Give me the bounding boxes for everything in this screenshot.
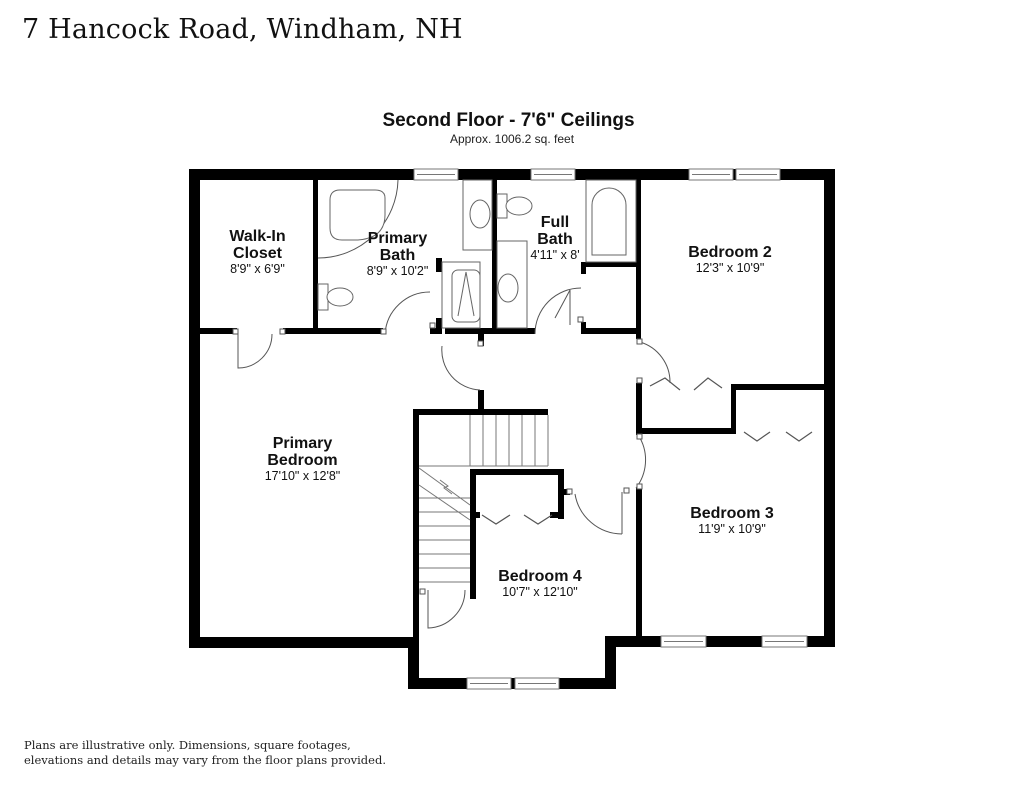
plan-title: Second Floor - 7'6" Ceilings xyxy=(382,110,635,131)
room-bedroom-3: Bedroom 3 11'9" x 10'9" xyxy=(667,505,797,536)
plan-area: Approx. 1006.2 sq. feet xyxy=(449,132,575,146)
room-bedroom-4: Bedroom 4 10'7" x 12'10" xyxy=(475,568,605,599)
room-name: Bedroom 3 xyxy=(690,505,774,522)
bath-fixtures xyxy=(317,179,637,329)
bathtub-icon xyxy=(591,187,627,256)
room-dimensions: 17'10" x 12'8" xyxy=(264,469,341,483)
room-name: Closet xyxy=(233,245,282,262)
room-name: Bath xyxy=(379,247,416,264)
windows xyxy=(413,168,808,690)
room-name: Bedroom 2 xyxy=(688,244,772,261)
room-name: Bath xyxy=(537,231,573,248)
room-name: Walk-In xyxy=(229,228,286,245)
room-primary-bedroom: Primary Bedroom 17'10" x 12'8" xyxy=(240,435,365,483)
room-dimensions: 4'11" x 8' xyxy=(530,248,580,262)
room-name: Primary xyxy=(367,230,428,247)
shower-icon xyxy=(451,269,481,323)
toilet-bowl-icon xyxy=(326,287,354,307)
room-name: Bedroom 4 xyxy=(498,568,582,585)
room-dimensions: 10'7" x 12'10" xyxy=(502,585,578,599)
room-name: Primary xyxy=(272,435,333,452)
corner-tub-icon xyxy=(329,189,386,241)
disclaimer-line-2: elevations and details may vary from the… xyxy=(24,753,386,767)
property-address: 7 Hancock Road, Windham, NH xyxy=(22,14,463,45)
interior-walls xyxy=(200,176,831,641)
stairs xyxy=(418,415,549,583)
room-full-bath: Full Bath 4'11" x 8' xyxy=(510,214,600,262)
room-dimensions: 8'9" x 6'9" xyxy=(230,262,285,276)
room-name: Bedroom xyxy=(267,452,338,469)
room-primary-bath: Primary Bath 8'9" x 10'2" xyxy=(345,230,450,278)
bifold-doors xyxy=(481,377,813,525)
disclaimer-line-1: Plans are illustrative only. Dimensions,… xyxy=(24,738,351,752)
sink-icon-2 xyxy=(497,273,519,303)
exterior-walls xyxy=(189,169,835,689)
room-dimensions: 11'9" x 10'9" xyxy=(698,522,766,536)
disclaimer: Plans are illustrative only. Dimensions,… xyxy=(24,738,386,768)
room-bedroom-2: Bedroom 2 12'3" x 10'9" xyxy=(665,244,795,275)
toilet-bowl-icon-2 xyxy=(505,196,533,216)
room-name: Full xyxy=(540,214,570,231)
door-jambs xyxy=(232,316,643,595)
room-dimensions: 8'9" x 10'2" xyxy=(366,264,429,278)
room-walk-in-closet: Walk-In Closet 8'9" x 6'9" xyxy=(205,228,310,276)
sink-icon xyxy=(469,199,491,229)
room-dimensions: 12'3" x 10'9" xyxy=(695,261,765,275)
